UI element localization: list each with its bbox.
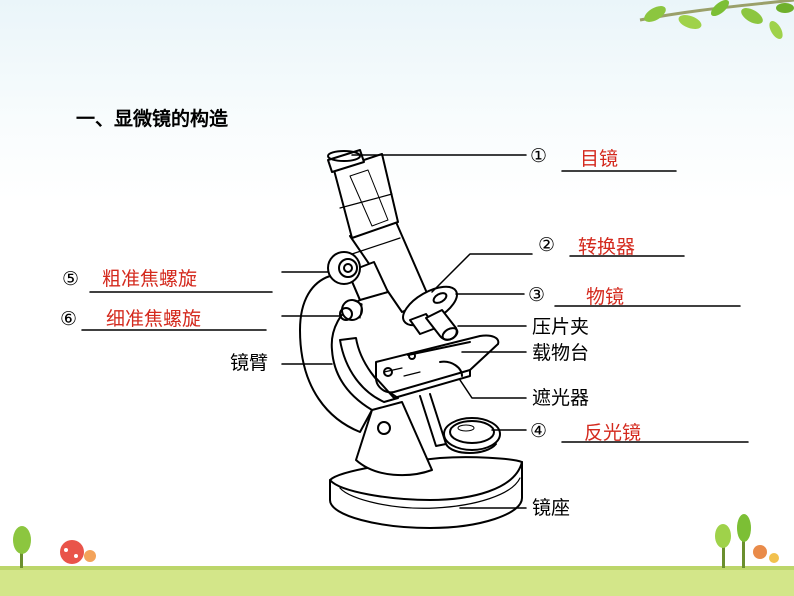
label-number-6: ⑥ [60, 308, 78, 330]
answer-mirror: 反光镜 [584, 422, 642, 444]
slide-title: 一、显微镜的构造 [76, 108, 229, 130]
nosepiece [402, 285, 459, 341]
label-diaphragm: 遮光器 [532, 387, 590, 409]
label-arm: 镜臂 [230, 352, 269, 374]
label-base: 镜座 [532, 497, 571, 519]
microscope-arm [299, 271, 433, 477]
answer-blanks [81, 170, 749, 443]
mirror-mount [419, 393, 447, 447]
leafy-branch-decoration [639, 0, 794, 40]
plant-left-decoration [13, 526, 96, 568]
label-number-1: ① [530, 145, 548, 167]
leader-lines [281, 154, 533, 509]
fine-focus-knob [339, 299, 363, 321]
label-number-5: ⑤ [62, 268, 80, 290]
label-number-4: ④ [530, 420, 548, 442]
label-number-3: ③ [528, 284, 546, 306]
answer-objective: 物镜 [586, 286, 625, 308]
answer-nosepiece: 转换器 [578, 236, 636, 258]
label-number-2: ② [538, 234, 556, 256]
answer-eyepiece: 目镜 [580, 148, 619, 170]
plant-right-decoration [715, 514, 779, 568]
answer-fine-focus: 细准焦螺旋 [106, 308, 202, 330]
microscope-tube [333, 153, 431, 313]
reflector-mirror [443, 417, 501, 454]
label-stage-clip: 压片夹 [532, 316, 590, 338]
coarse-focus-knob [327, 251, 361, 285]
grass-strip [0, 566, 794, 596]
label-stage: 载物台 [532, 342, 590, 364]
answer-coarse-focus: 粗准焦螺旋 [102, 268, 198, 290]
diaphragm [439, 360, 463, 377]
microscope-stage [375, 334, 500, 399]
